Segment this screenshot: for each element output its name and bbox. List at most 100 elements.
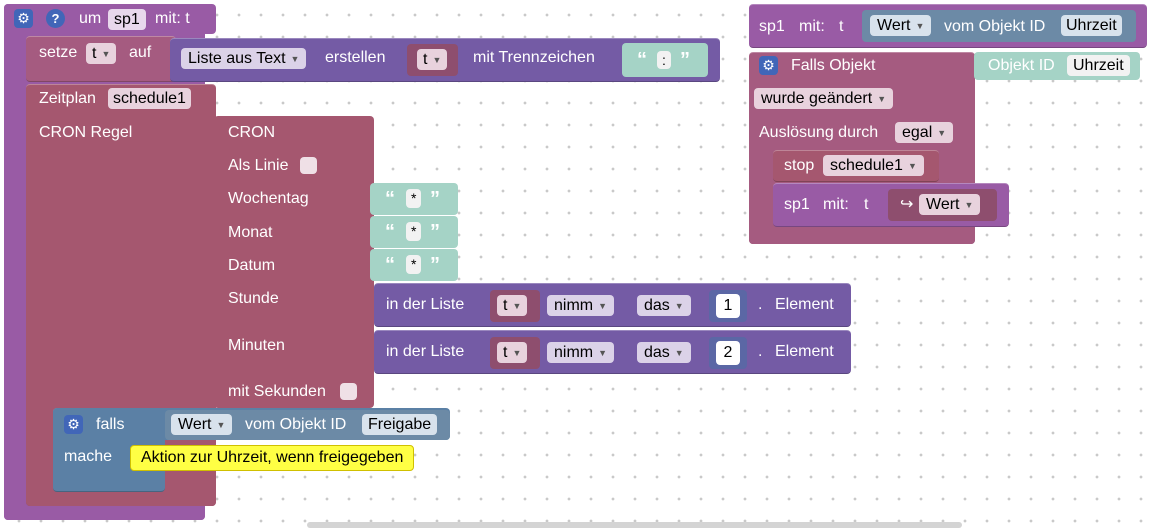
cron-regel-label: CRON Regel	[39, 124, 133, 141]
quote-close-icon: ”	[430, 188, 440, 210]
list-get-var-value: t	[503, 344, 508, 361]
trigger-source-value: egal	[902, 124, 933, 141]
call-vom-objekt-id-label: vom Objekt ID	[944, 18, 1046, 35]
element-dot: .	[758, 296, 763, 313]
falls-objekt-label: Falls Objekt	[791, 57, 876, 74]
datum-label: Datum	[228, 257, 276, 274]
wochentag-value[interactable]: *	[406, 189, 422, 208]
cron-rule-block[interactable]	[214, 116, 374, 408]
dropdown-arrow-icon: ▼	[937, 128, 947, 138]
list-get-mode-dropdown[interactable]: das▼	[637, 342, 691, 363]
trigger-change-dropdown[interactable]: wurde geändert ▼	[754, 88, 894, 109]
schedule-name-field[interactable]: schedule1	[108, 88, 191, 109]
dropdown-arrow-icon: ▼	[216, 420, 226, 430]
function-name-field[interactable]: sp1	[108, 9, 146, 30]
trigger-objekt-id-label: Objekt ID	[988, 57, 1055, 74]
get-state-attr-dropdown[interactable]: Wert▼	[171, 414, 233, 435]
list-get-index-value[interactable]: 2	[716, 341, 740, 365]
element-label: Element	[775, 296, 834, 313]
erstellen-label: erstellen	[325, 49, 386, 66]
minuten-label: Minuten	[228, 337, 285, 354]
in-der-liste-label: in der Liste	[386, 296, 465, 313]
quote-open-icon: “	[385, 221, 395, 243]
mit-trennzeichen-label: mit Trennzeichen	[473, 49, 595, 66]
list-from-text-dropdown[interactable]: Liste aus Text▼	[181, 48, 307, 69]
dropdown-arrow-icon: ▼	[964, 200, 974, 210]
element-dot: .	[758, 343, 763, 360]
stop-schedule-value: schedule1	[830, 157, 903, 174]
setze-label: setze	[39, 44, 78, 61]
gear-icon[interactable]: ⚙	[64, 415, 83, 434]
get-state-object-id[interactable]: Freigabe	[362, 414, 438, 435]
function-params-label: mit: t	[155, 10, 190, 27]
inner-call-name-label: sp1	[784, 196, 810, 213]
dropdown-arrow-icon: ▼	[915, 21, 925, 31]
list-get-index-value[interactable]: 1	[716, 294, 740, 318]
quote-close-icon: ”	[430, 221, 440, 243]
trigger-value-value: Wert	[926, 196, 960, 213]
comment-block[interactable]: Aktion zur Uhrzeit, wenn freigegeben	[130, 445, 415, 471]
stunde-label: Stunde	[228, 290, 279, 307]
list-get-mode-dropdown[interactable]: das ▼	[637, 295, 691, 316]
list-get-var-dropdown[interactable]: t▼	[497, 295, 528, 316]
help-icon[interactable]: ?	[46, 9, 65, 28]
gear-icon[interactable]: ⚙	[759, 56, 778, 75]
call-get-state-attr-value: Wert	[877, 17, 911, 34]
dropdown-arrow-icon: ▼	[877, 94, 887, 104]
call-name-label: sp1	[759, 18, 785, 35]
set-var-dropdown[interactable]: t▼	[86, 43, 117, 64]
vom-objekt-id-label: vom Objekt ID	[245, 416, 347, 433]
mit-sekunden-label: mit Sekunden	[228, 383, 326, 400]
stop-label: stop	[784, 157, 815, 174]
dropdown-arrow-icon: ▼	[674, 301, 684, 311]
list-get-op-dropdown[interactable]: nimm▼	[547, 342, 615, 363]
trigger-source-dropdown[interactable]: egal ▼	[895, 122, 954, 143]
dropdown-arrow-icon: ▼	[512, 348, 522, 358]
trigger-change-value: wurde geändert	[761, 90, 873, 107]
call-object-id[interactable]: Uhrzeit	[1061, 15, 1122, 36]
list-var-dropdown[interactable]: t▼	[417, 49, 448, 70]
ausloesung-durch-label: Auslösung durch	[759, 124, 879, 141]
wochentag-label: Wochentag	[228, 190, 309, 207]
quote-open-icon: “	[385, 254, 395, 276]
stop-schedule-dropdown[interactable]: schedule1▼	[823, 155, 924, 176]
list-get-var-dropdown[interactable]: t▼	[497, 342, 528, 363]
call-mit-label: mit:	[799, 18, 825, 35]
dropdown-arrow-icon: ▼	[432, 55, 442, 65]
list-get-op-dropdown[interactable]: nimm ▼	[547, 295, 615, 316]
monat-value[interactable]: *	[406, 222, 422, 241]
call-get-state-attr-dropdown[interactable]: Wert ▼	[870, 15, 932, 36]
set-var-value: t	[92, 45, 97, 62]
function-block-footer	[4, 506, 205, 520]
monat-label: Monat	[228, 224, 273, 241]
datum-value[interactable]: *	[406, 255, 422, 274]
gear-icon[interactable]: ⚙	[14, 9, 33, 28]
list-get-var-value: t	[503, 297, 508, 314]
inner-call-param-label: t	[864, 196, 869, 213]
auf-label: auf	[129, 44, 152, 61]
horizontal-scrollbar[interactable]	[307, 522, 962, 528]
mit-sekunden-checkbox[interactable]	[340, 383, 357, 400]
als-linie-checkbox[interactable]	[300, 157, 317, 174]
quote-open-icon: “	[637, 49, 647, 71]
in-der-liste-label: in der Liste	[386, 343, 465, 360]
dropdown-arrow-icon: ▼	[101, 49, 111, 59]
trigger-value-dropdown[interactable]: Wert ▼	[919, 194, 981, 215]
cron-label: CRON	[228, 124, 276, 141]
als-linie-label: Als Linie	[228, 157, 289, 174]
zeitplan-label: Zeitplan	[39, 90, 96, 107]
inner-call-mit-label: mit:	[823, 196, 849, 213]
quote-open-icon: “	[385, 188, 395, 210]
list-var-value: t	[423, 51, 428, 68]
return-arrow-icon: ↪	[900, 196, 914, 213]
list-get-op-value: nimm	[554, 297, 594, 314]
list-get-mode-value: das	[644, 344, 670, 361]
function-um-label: um	[79, 10, 102, 27]
dropdown-arrow-icon: ▼	[512, 301, 522, 311]
dropdown-arrow-icon: ▼	[598, 301, 608, 311]
element-label: Element	[775, 343, 834, 360]
list-get-mode-value: das	[644, 297, 670, 314]
separator-value[interactable]: :	[657, 51, 671, 69]
trigger-object-id-value[interactable]: Uhrzeit	[1067, 55, 1130, 76]
mache-label: mache	[64, 448, 113, 465]
